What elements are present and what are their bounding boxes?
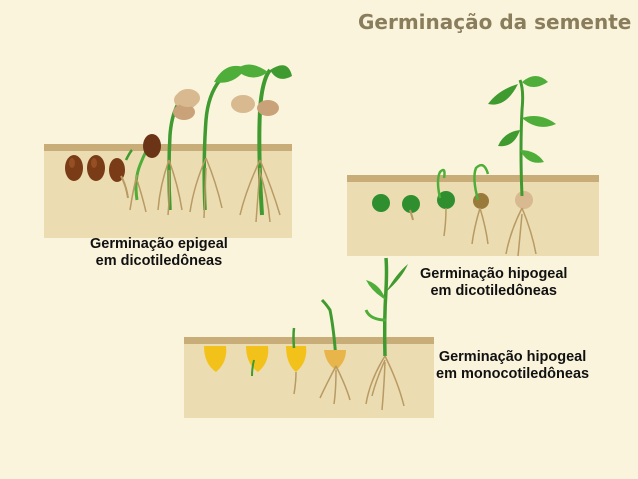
label-epigeal-line1: Germinação epigeal	[90, 236, 228, 252]
pea-young-plant	[488, 76, 556, 257]
corn-seed-2	[246, 346, 269, 377]
label-hipogeal-dicot-line1: Germinação hipogeal	[420, 266, 568, 282]
label-hipogeal-monocot-line2: em monocotiledôneas	[436, 366, 590, 382]
label-hipogeal-dicot: Germinação hipogeal em dicotiledôneas	[420, 266, 567, 300]
corn-sprouting	[286, 327, 307, 395]
label-hipogeal-monocot-line1: Germinação hipogeal	[438, 349, 587, 365]
bean-seed-1	[65, 155, 83, 181]
corn-shoot-stage	[319, 298, 351, 405]
bean-seed-2	[87, 155, 105, 181]
soil-panel-hipogeal-dicot	[347, 175, 599, 256]
bean-young-plant	[231, 64, 292, 223]
corn-seed-1	[204, 346, 227, 372]
pea-seed-2	[402, 195, 420, 221]
bean-first-leaves	[176, 65, 246, 219]
pea-seed-1	[372, 194, 390, 212]
corn-young-plant	[364, 257, 408, 411]
bean-sprouting-root	[109, 149, 133, 199]
label-epigeal-line2: em dicotiledôneas	[95, 253, 223, 269]
page-title: Germinação da semente	[358, 10, 632, 34]
pea-sprouting	[436, 168, 455, 237]
label-hipogeal-dicot-line2: em dicotiledôneas	[430, 283, 557, 299]
label-epigeal: Germinação epigeal em dicotiledôneas	[90, 236, 228, 270]
label-hipogeal-monocot: Germinação hipogeal em monocotiledôneas	[436, 349, 589, 383]
bean-hook-stage	[129, 134, 161, 213]
pea-hook-stage	[471, 163, 490, 245]
